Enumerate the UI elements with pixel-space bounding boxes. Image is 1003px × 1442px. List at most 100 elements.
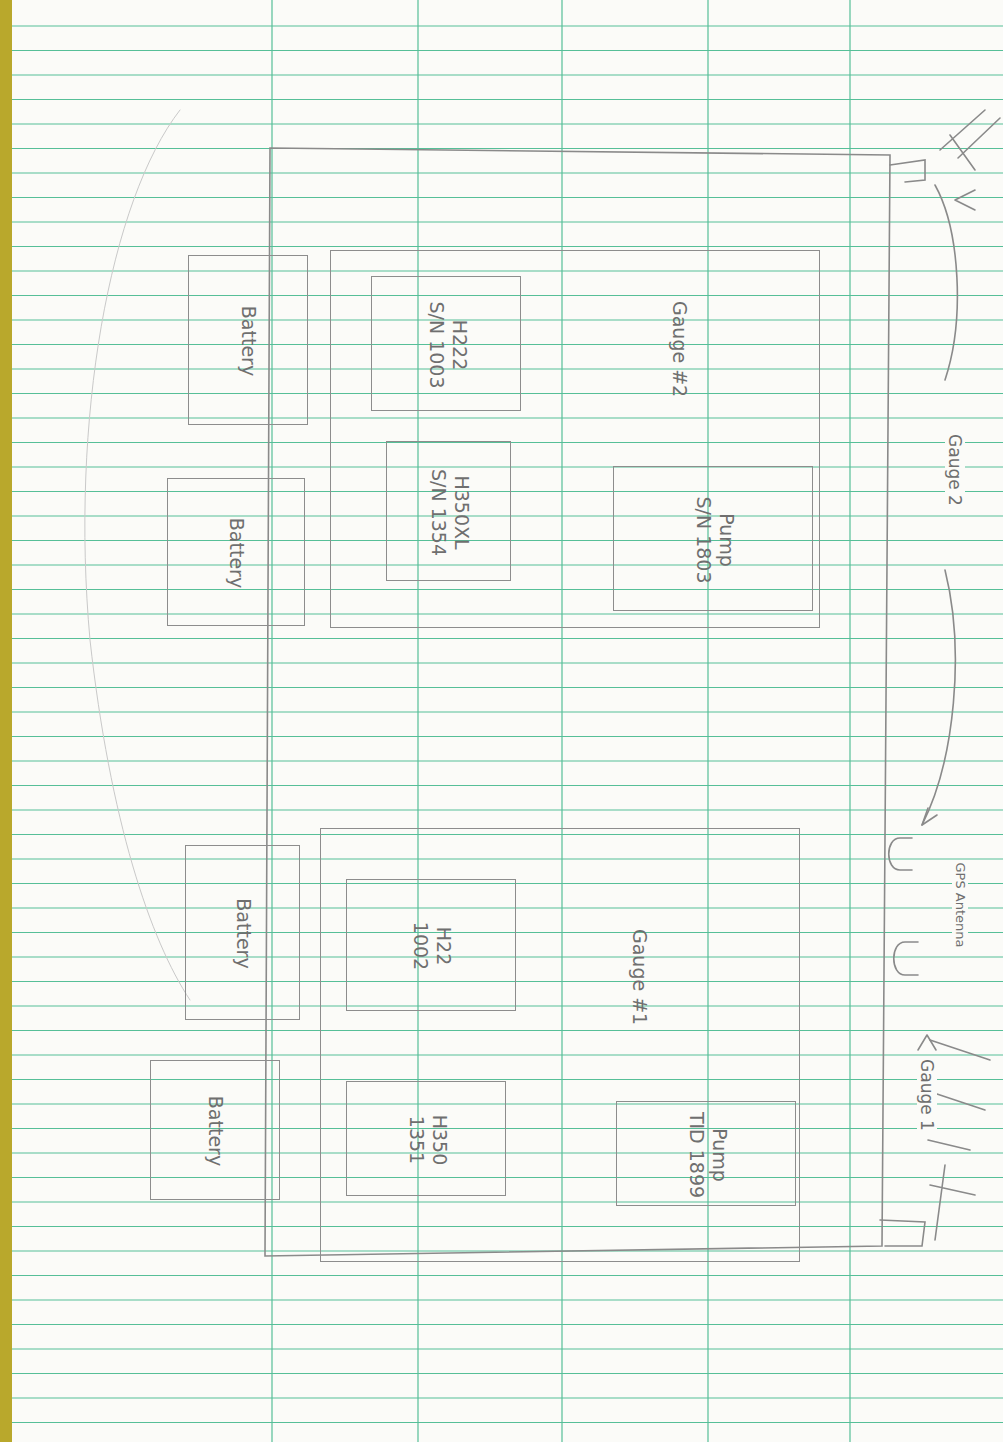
grid-line xyxy=(707,0,708,1442)
box-title: Gauge #2 xyxy=(668,301,691,397)
grid-line xyxy=(561,0,562,1442)
grid-line xyxy=(12,1079,1003,1080)
box-title: Battery xyxy=(232,898,255,968)
rotated-text-frame: Battery xyxy=(186,846,301,1021)
sensor-box: H222S/N 1003 xyxy=(371,276,521,411)
battery-box: Battery xyxy=(150,1060,280,1200)
grid-line xyxy=(12,1348,1003,1349)
grid-line xyxy=(271,0,272,1442)
hatch-marks xyxy=(940,110,1000,170)
grid-line xyxy=(12,1299,1003,1300)
grid-line xyxy=(12,956,1003,957)
grid-line xyxy=(12,1054,1003,1055)
rotated-text-frame: Battery xyxy=(168,479,306,627)
grid-line xyxy=(12,442,1003,443)
arrow-mark xyxy=(955,190,975,210)
rotated-text-frame: H3501351 xyxy=(347,1082,507,1197)
serial-number: S/N 1354 xyxy=(427,468,450,555)
grid-line xyxy=(12,148,1003,149)
grid-line xyxy=(12,246,1003,247)
grid-line xyxy=(12,1030,1003,1031)
grid-line xyxy=(12,858,1003,859)
grid-line xyxy=(12,50,1003,51)
box-title: Battery xyxy=(238,306,261,376)
leader-curve xyxy=(935,185,957,380)
faint-curve xyxy=(85,110,190,1000)
leader-label: Gauge 2 xyxy=(945,434,965,506)
box-title: Pump xyxy=(714,513,737,567)
leader-label-frame: Gauge 2 xyxy=(940,395,970,545)
arrow-head xyxy=(918,1035,936,1050)
grid-line xyxy=(12,834,1003,835)
grid-line xyxy=(12,736,1003,737)
grid-line xyxy=(12,564,1003,565)
sensor-box: H3501351 xyxy=(346,1081,506,1196)
leader-label: Gauge 1 xyxy=(917,1059,937,1131)
grid-line xyxy=(12,540,1003,541)
grid-line xyxy=(12,515,1003,516)
rotated-text-frame: Gauge #2 xyxy=(331,251,821,629)
grid-line xyxy=(12,393,1003,394)
serial-number: 1002 xyxy=(409,922,432,970)
grid-line xyxy=(12,368,1003,369)
margin-strip xyxy=(0,0,12,1442)
rotated-text-frame: Gauge 2 xyxy=(940,395,970,545)
leader-label-frame: Gauge 1 xyxy=(912,1020,942,1170)
pencil-sketch xyxy=(85,110,1000,1256)
grid-line xyxy=(12,1152,1003,1153)
bracket xyxy=(880,1220,925,1246)
grid-line xyxy=(12,1177,1003,1178)
grid-line xyxy=(12,981,1003,982)
rotated-text-frame: H221002 xyxy=(347,880,517,1012)
grid-line xyxy=(12,74,1003,75)
antenna-label: GPS Antenna xyxy=(952,863,968,948)
battery-box: Battery xyxy=(167,478,305,626)
serial-number: S/N 1003 xyxy=(424,301,447,388)
grid-line xyxy=(12,123,1003,124)
grid-line xyxy=(12,638,1003,639)
grid-line xyxy=(12,711,1003,712)
bracket xyxy=(890,160,925,182)
grid-lines xyxy=(12,0,1003,1442)
rotated-text-frame: Battery xyxy=(151,1061,281,1201)
text-holder: Gauge #2 xyxy=(668,301,691,397)
grid-line xyxy=(12,344,1003,345)
box-title: H350XL xyxy=(450,475,473,549)
rotated-text-frame: PumpTID 1899 xyxy=(617,1102,797,1207)
grid-line xyxy=(12,785,1003,786)
rotated-text-frame: PumpS/N 1803 xyxy=(614,467,814,612)
pump-box: PumpS/N 1803 xyxy=(613,466,813,611)
antenna-label-frame: GPS Antenna xyxy=(945,830,975,980)
rotated-text-frame: GPS Antenna xyxy=(945,830,975,980)
sensor-box: H350XLS/N 1354 xyxy=(386,441,511,581)
rotated-text-frame: H350XLS/N 1354 xyxy=(387,442,512,582)
grid-line xyxy=(12,1128,1003,1129)
antenna-symbol xyxy=(889,838,912,870)
serial-number: TID 1899 xyxy=(684,1111,707,1197)
grid-line xyxy=(12,1422,1003,1423)
grid-line xyxy=(12,1275,1003,1276)
grid-line xyxy=(12,809,1003,810)
grid-line xyxy=(12,295,1003,296)
box-title: Battery xyxy=(205,1096,228,1166)
grid-line xyxy=(12,270,1003,271)
grid-line xyxy=(12,417,1003,418)
gauge-enclosure: Gauge #1H221002H3501351PumpTID 1899 xyxy=(320,828,800,1262)
gauge-enclosure: Gauge #2H222S/N 1003H350XLS/N 1354PumpS/… xyxy=(330,250,820,628)
battery-box: Battery xyxy=(185,845,300,1020)
grid-line xyxy=(12,491,1003,492)
grid-line xyxy=(417,0,418,1442)
antenna-symbol xyxy=(894,942,918,975)
grid-line xyxy=(12,687,1003,688)
grid-line xyxy=(12,1103,1003,1104)
grid-line xyxy=(12,760,1003,761)
serial-number: S/N 1803 xyxy=(691,496,714,583)
grid-line xyxy=(12,99,1003,100)
grid-line xyxy=(849,0,850,1442)
grid-line xyxy=(12,932,1003,933)
arrow-head xyxy=(922,808,937,825)
rotated-text-frame: Battery xyxy=(189,256,309,426)
grid-line xyxy=(12,1005,1003,1006)
